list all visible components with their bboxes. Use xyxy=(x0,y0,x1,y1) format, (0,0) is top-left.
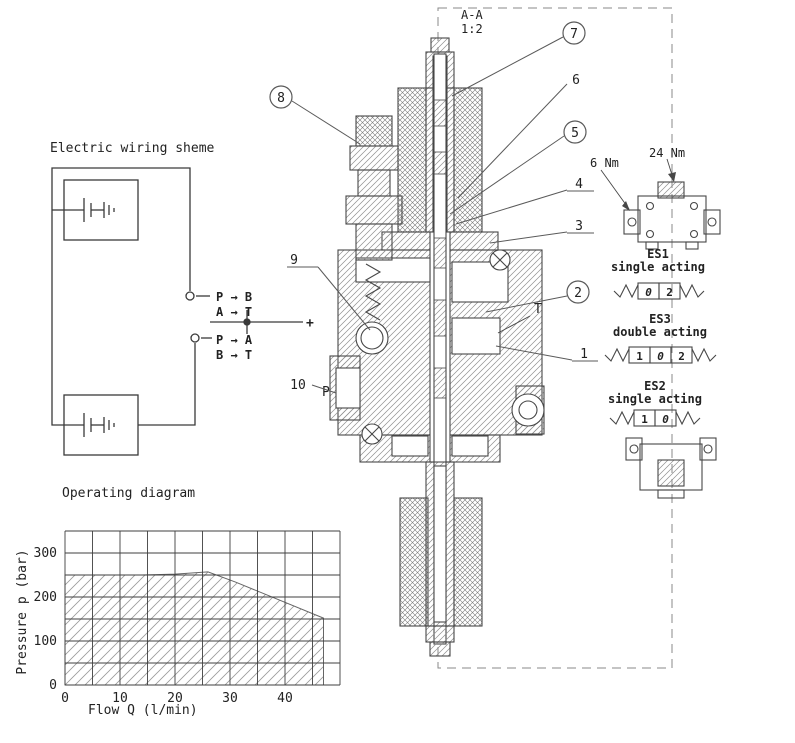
wire-top xyxy=(51,167,191,426)
spring-symbol xyxy=(613,283,639,299)
chart-plot-area: 0 10 20 30 40 0 100 200 300 xyxy=(34,530,341,706)
valve-bottom-cap xyxy=(429,641,451,657)
x-tick-label: 0 xyxy=(61,691,69,706)
torque-24nm: 24 Nm xyxy=(649,146,685,160)
x-tick-label: 40 xyxy=(277,691,293,706)
leader-arrowhead xyxy=(668,172,676,182)
valve-bottom-stem xyxy=(425,625,455,643)
callout-2: 2 xyxy=(574,286,582,301)
callout-8: 8 xyxy=(277,91,285,106)
valve-cross-section: P T xyxy=(322,37,545,657)
x-tick-label: 20 xyxy=(167,691,183,706)
right-port-inner xyxy=(518,400,538,420)
x-tick-label: 10 xyxy=(112,691,128,706)
gallery-right-upper xyxy=(451,261,509,303)
chart-xlabel: Flow Q (l/min) xyxy=(88,703,198,718)
flow-label-bt: B → T xyxy=(216,348,252,362)
y-tick-label: 200 xyxy=(34,590,57,605)
port-p-bore xyxy=(335,367,361,409)
right-column: 6 Nm 24 Nm ES1 single acting xyxy=(590,146,721,499)
callout-4: 4 xyxy=(575,177,583,192)
gallery-right-mid xyxy=(451,317,501,355)
leader-arrowhead xyxy=(622,201,630,211)
es2-cell-1: 0 xyxy=(662,413,669,426)
wiring-title: Electric wiring sheme xyxy=(50,141,215,156)
callout-3: 3 xyxy=(575,219,583,234)
knurled-sleeve-bottom-left xyxy=(399,497,429,627)
body-screw-top-right xyxy=(489,249,511,271)
es3-symbol: ES3 double acting 1 0 2 xyxy=(604,312,717,364)
spring-symbol xyxy=(691,347,717,363)
es2-name: ES2 xyxy=(644,379,666,393)
junction-dot xyxy=(243,318,251,326)
relief-ball xyxy=(360,326,384,350)
right-port-outer xyxy=(511,393,545,427)
gallery-bottom-right xyxy=(451,435,489,457)
callout-5: 5 xyxy=(571,126,579,141)
battery-box-1 xyxy=(63,179,139,241)
es3-cell-2: 2 xyxy=(678,350,685,363)
callout-6: 6 xyxy=(572,73,580,88)
gallery-bottom-left xyxy=(391,435,429,457)
es2-cell-0: 1 xyxy=(641,413,648,426)
contact-upper xyxy=(185,291,195,301)
knurled-sleeve-top-right xyxy=(453,87,483,233)
valve-top-cap xyxy=(430,37,450,53)
wire-bottom xyxy=(138,343,196,426)
es1-symbol: ES1 single acting 0 2 xyxy=(611,247,705,300)
section-label: A-A xyxy=(461,8,483,22)
relief-spring xyxy=(364,263,382,321)
battery-box-2 xyxy=(63,394,139,456)
section-scale: 1:2 xyxy=(461,22,483,36)
spring-symbol xyxy=(675,410,701,426)
es3-name: ES3 xyxy=(649,312,671,326)
es1-name: ES1 xyxy=(647,247,669,261)
gallery-left-top xyxy=(355,257,431,283)
x-tick-label: 30 xyxy=(222,691,238,706)
es2-type: single acting xyxy=(608,392,702,406)
es1-cell-0: 0 xyxy=(645,286,652,299)
operating-diagram: Operating diagram Pressure p (bar) Flow … xyxy=(15,486,341,718)
y-tick-label: 0 xyxy=(49,678,57,693)
port-p-label: P xyxy=(322,385,330,400)
y-tick-label: 100 xyxy=(34,634,57,649)
flow-label-pa: P → A xyxy=(216,333,253,347)
relief-valve-stack xyxy=(345,115,403,355)
callouts: 7 6 5 4 3 2 1 8 9 10 xyxy=(269,21,598,394)
port-t-label: T xyxy=(534,302,542,317)
flow-label-at: A → T xyxy=(216,305,252,319)
spring-symbol xyxy=(604,347,630,363)
spring-symbol xyxy=(609,410,635,426)
callout-7: 7 xyxy=(570,27,578,42)
wiring-scheme: Electric wiring sheme xyxy=(50,141,314,456)
es2-symbol: ES2 single acting 1 0 xyxy=(608,379,702,427)
contact-lower xyxy=(190,333,200,343)
es3-cell-0: 1 xyxy=(636,350,643,363)
plus-sign: + xyxy=(306,316,314,331)
spring-symbol xyxy=(679,283,705,299)
port-t-leader xyxy=(497,315,531,334)
chart-title: Operating diagram xyxy=(62,486,195,501)
callout-10: 10 xyxy=(290,378,306,393)
flow-label-pb: P → B xyxy=(216,290,252,304)
torque-6nm: 6 Nm xyxy=(590,156,619,170)
es1-type: single acting xyxy=(611,260,705,274)
es3-type: double acting xyxy=(613,325,707,339)
end-view-bottom xyxy=(625,437,717,499)
es3-cell-1: 0 xyxy=(657,350,664,363)
es1-cell-1: 2 xyxy=(666,286,673,299)
chart-ylabel: Pressure p (bar) xyxy=(15,549,30,674)
bore-bottom xyxy=(433,465,447,623)
end-view-top xyxy=(623,181,721,250)
body-screw-bottom-left xyxy=(361,423,383,445)
knurled-sleeve-bottom-right xyxy=(453,497,483,627)
y-tick-label: 300 xyxy=(34,546,57,561)
callout-9: 9 xyxy=(290,253,298,268)
callout-1: 1 xyxy=(580,347,588,362)
